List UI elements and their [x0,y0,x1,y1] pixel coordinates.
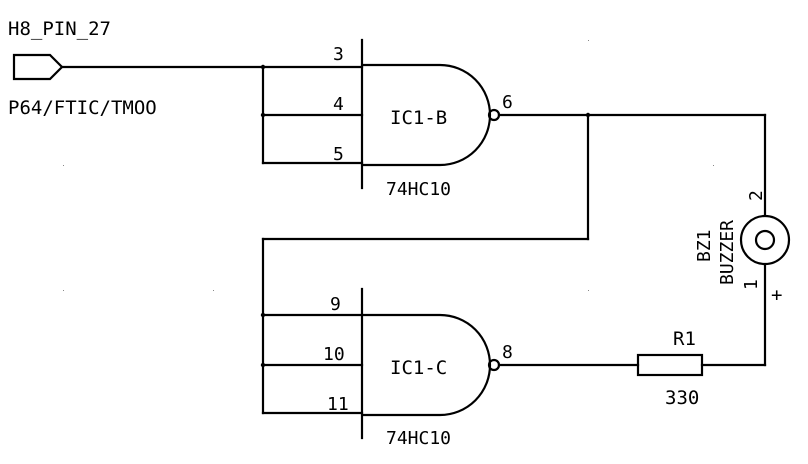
gate-part-label: 74HC10 [386,179,451,200]
port-signal-label: P64/FTIC/TMOO [8,97,157,119]
pin-label-9: 9 [330,294,341,315]
pin-label-3: 3 [333,44,344,65]
pin-label-4: 4 [333,94,344,115]
buzzer-polarity-label: + [771,284,782,306]
pin-label-10: 10 [323,344,345,365]
gate-part-label: 74HC10 [386,428,451,449]
pin-label-11: 11 [327,394,349,415]
junction-dot [585,112,591,118]
pin-label-5: 5 [333,144,344,165]
buzzer-pin-label-1: 1 [741,279,762,290]
grid-specks [63,40,714,291]
gate-ref-label: IC1-B [390,107,447,129]
pin-label-8: 8 [502,342,513,363]
gate-ref-label: IC1-C [390,357,447,379]
junction-dot [260,362,266,368]
port-name-label: H8_PIN_27 [8,18,111,40]
pin-label-6: 6 [502,92,513,113]
input-port[interactable] [12,53,64,81]
junction-dot [260,64,266,70]
buzzer-type-label: BUZZER [717,220,738,285]
resistor-value-label: 330 [665,387,699,409]
buzzer-pin-label-2: 2 [746,190,767,201]
resistor-ref-label: R1 [673,328,696,350]
resistor-r1[interactable] [636,353,704,377]
input-wire [60,65,364,165]
junction-dot [260,312,266,318]
buzzer-bz1[interactable] [739,214,791,266]
buzzer-ref-label: BZ1 [694,229,715,262]
output-wire-b [261,113,767,415]
junction-dot [260,112,266,118]
output-wire-c [497,263,767,367]
